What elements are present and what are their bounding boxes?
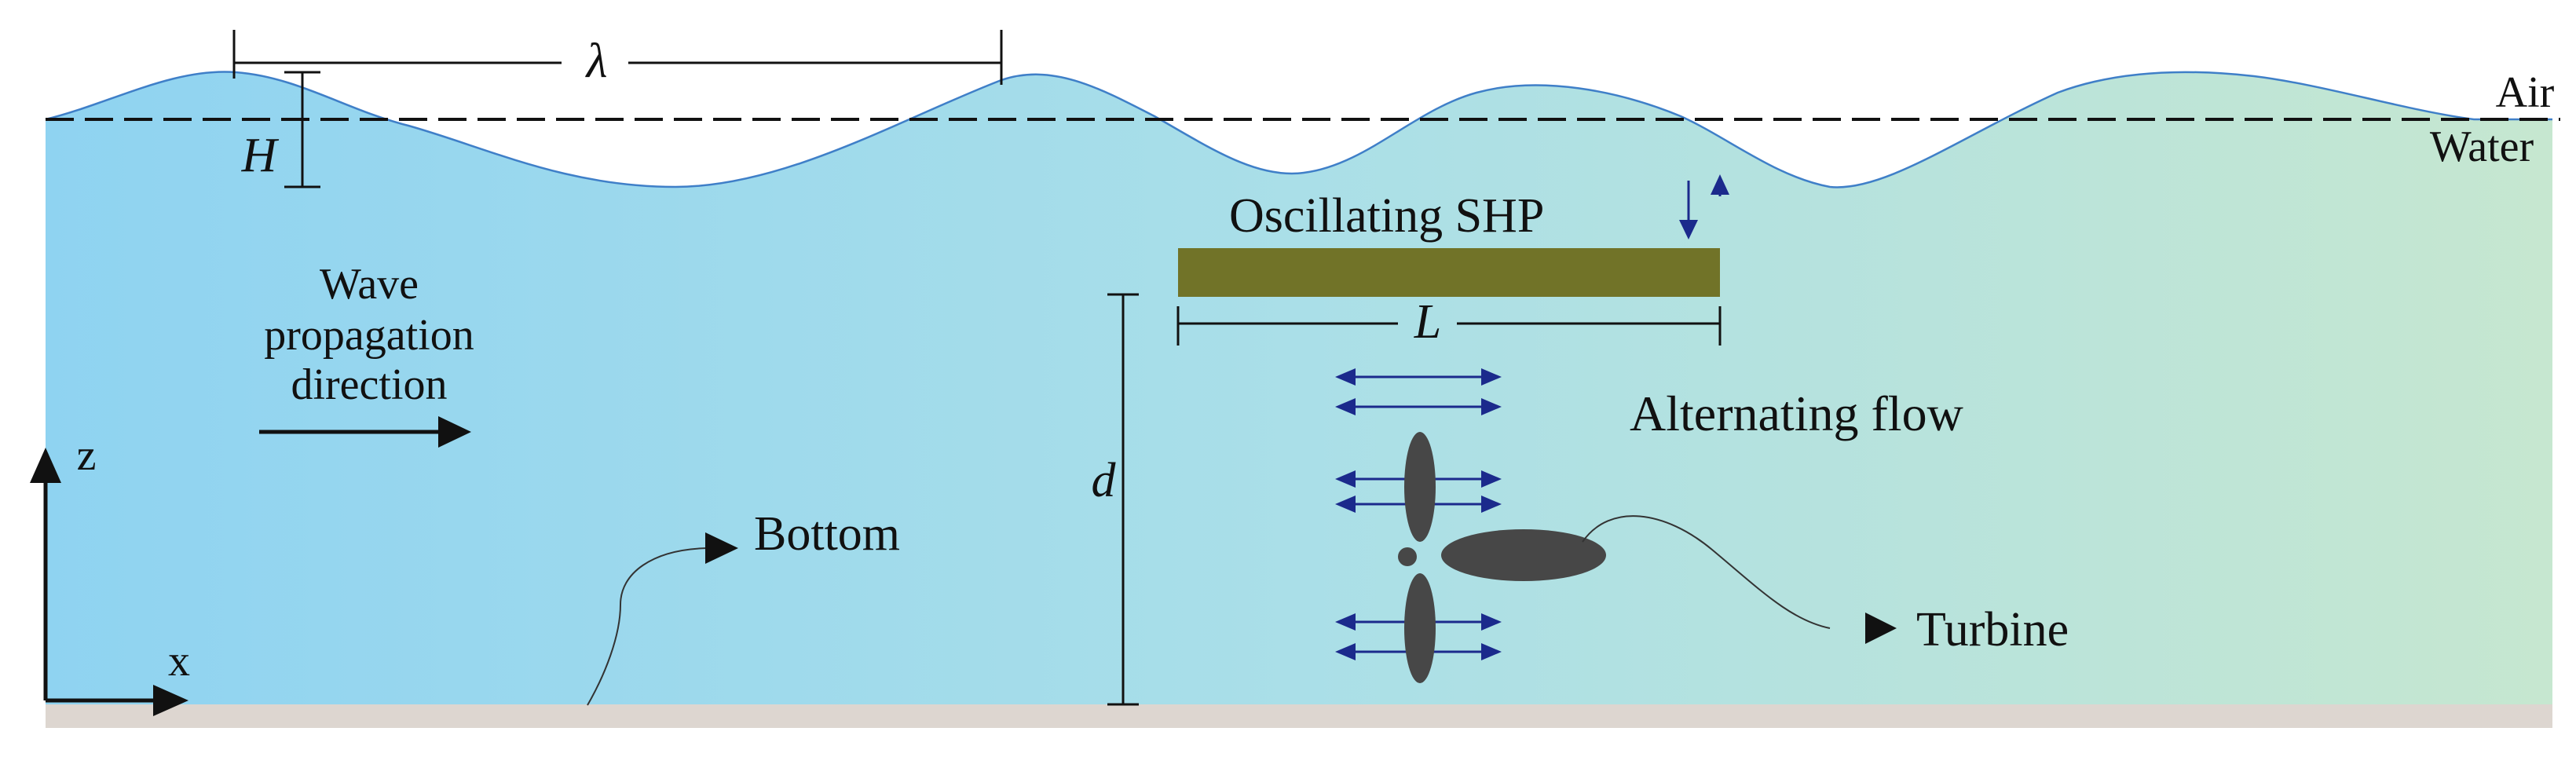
turbine-leader-arrow xyxy=(1865,613,1897,644)
bottom-leader-line xyxy=(587,547,708,706)
depth-dimension xyxy=(1107,293,1139,706)
z-axis-label: z xyxy=(77,431,97,480)
flow-arrow xyxy=(1335,368,1502,386)
depth-symbol: d xyxy=(1092,454,1117,507)
wave-height-symbol: H xyxy=(241,129,280,182)
propagation-line-2: propagation xyxy=(264,311,474,360)
coordinate-axes xyxy=(30,448,188,716)
turbine-label: Turbine xyxy=(1916,603,2069,656)
flow-arrow xyxy=(1335,398,1502,415)
oscillation-arrows xyxy=(1679,174,1729,240)
water-body xyxy=(46,71,2552,707)
water-label: Water xyxy=(2430,123,2534,171)
sea-bottom xyxy=(46,704,2552,728)
x-axis-label: x xyxy=(168,637,190,686)
bottom-leader-arrow xyxy=(705,532,738,564)
plate-length-dimension xyxy=(1176,306,1722,346)
propagation-line-1: Wave xyxy=(320,260,419,309)
bottom-label: Bottom xyxy=(754,507,900,561)
wave-profile xyxy=(45,71,2552,188)
propagation-arrow xyxy=(259,416,471,448)
alternating-flow-label: Alternating flow xyxy=(1630,386,1963,441)
propagation-line-3: direction xyxy=(291,360,447,409)
turbine xyxy=(1398,432,1606,683)
turbine-leader-line xyxy=(1582,515,1831,629)
plate-length-symbol: L xyxy=(1414,295,1441,349)
shp-plate xyxy=(1178,248,1720,297)
air-label: Air xyxy=(2496,68,2555,117)
wavelength-dimension xyxy=(232,30,1003,85)
wave-height-dimension xyxy=(284,71,320,188)
shp-label: Oscillating SHP xyxy=(1229,189,1544,243)
alternating-flow-arrows xyxy=(1335,368,1502,660)
wavelength-symbol: λ xyxy=(585,35,608,88)
